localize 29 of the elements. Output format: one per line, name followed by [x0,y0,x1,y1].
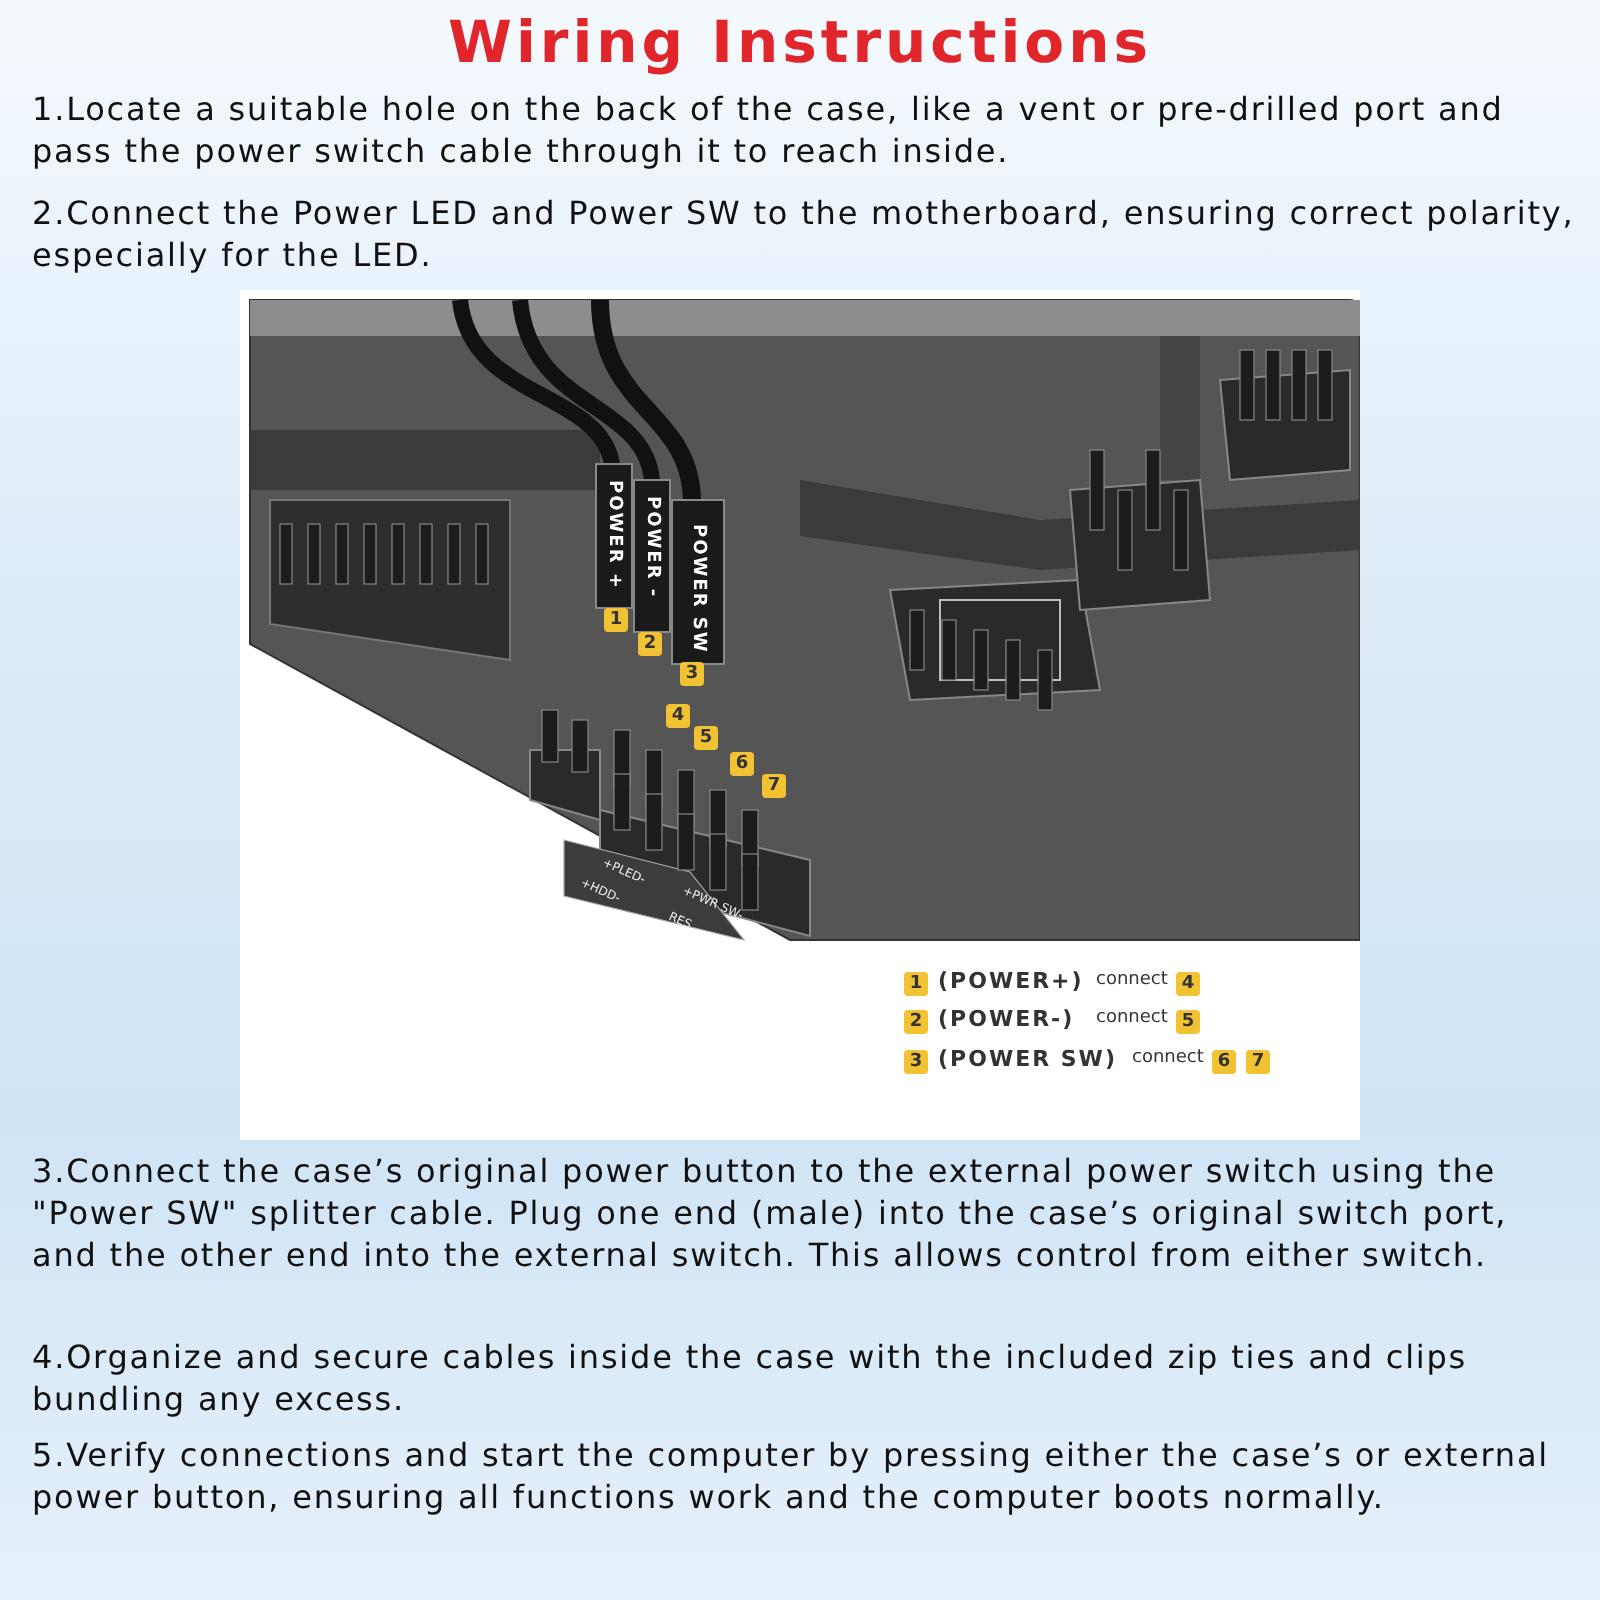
connector-label: POWER SW [688,524,708,654]
instruction-step: 3.Connect the case’s original power button to the external power switch using the "Power SW" splitter cable. Plug one end (male) into the case’s original switch port, and the other end into the external switch. This allows control from either switch. [32,1150,1582,1276]
connector-label: POWER + [604,480,624,590]
legend-text: (POWER-) [938,1006,1075,1032]
legend-text: connect [1096,1008,1168,1028]
legend-text: connect [1132,1048,1204,1068]
callout-number: 2 [904,1010,928,1034]
instruction-step: 5.Verify connections and start the computer by pressing either the case’s or external power button, ensuring all functions work and the computer boots normally. [32,1434,1582,1518]
legend-text: (POWER+) [938,968,1084,994]
instruction-step: 2.Connect the Power LED and Power SW to the motherboard, ensuring correct polarity, especially for the LED. [32,192,1582,276]
instruction-step: 1.Locate a suitable hole on the back of the case, like a vent or pre-drilled port and pass the power switch cable through it to reach inside. [32,88,1582,172]
callout-number: 4 [666,704,690,728]
callout-number: 5 [1176,1010,1200,1034]
callout-number: 6 [730,752,754,776]
callout-number: 3 [680,662,704,686]
instruction-step: 4.Organize and secure cables inside the case with the included zip ties and clips bundling any excess. [32,1336,1582,1420]
callout-number: 5 [694,726,718,750]
callout-number: 6 [1212,1050,1236,1074]
callout-number: 1 [904,972,928,996]
connector-label: POWER - [642,496,662,599]
title: Wiring Instructions [445,8,1154,76]
callout-number: 3 [904,1050,928,1074]
callout-number: 4 [1176,972,1200,996]
callout-number: 2 [638,632,662,656]
callout-number: 1 [604,608,628,632]
legend-text: (POWER SW) [938,1046,1117,1072]
legend-text: connect [1096,970,1168,990]
callout-number: 7 [1246,1050,1270,1074]
callout-number: 7 [762,774,786,798]
